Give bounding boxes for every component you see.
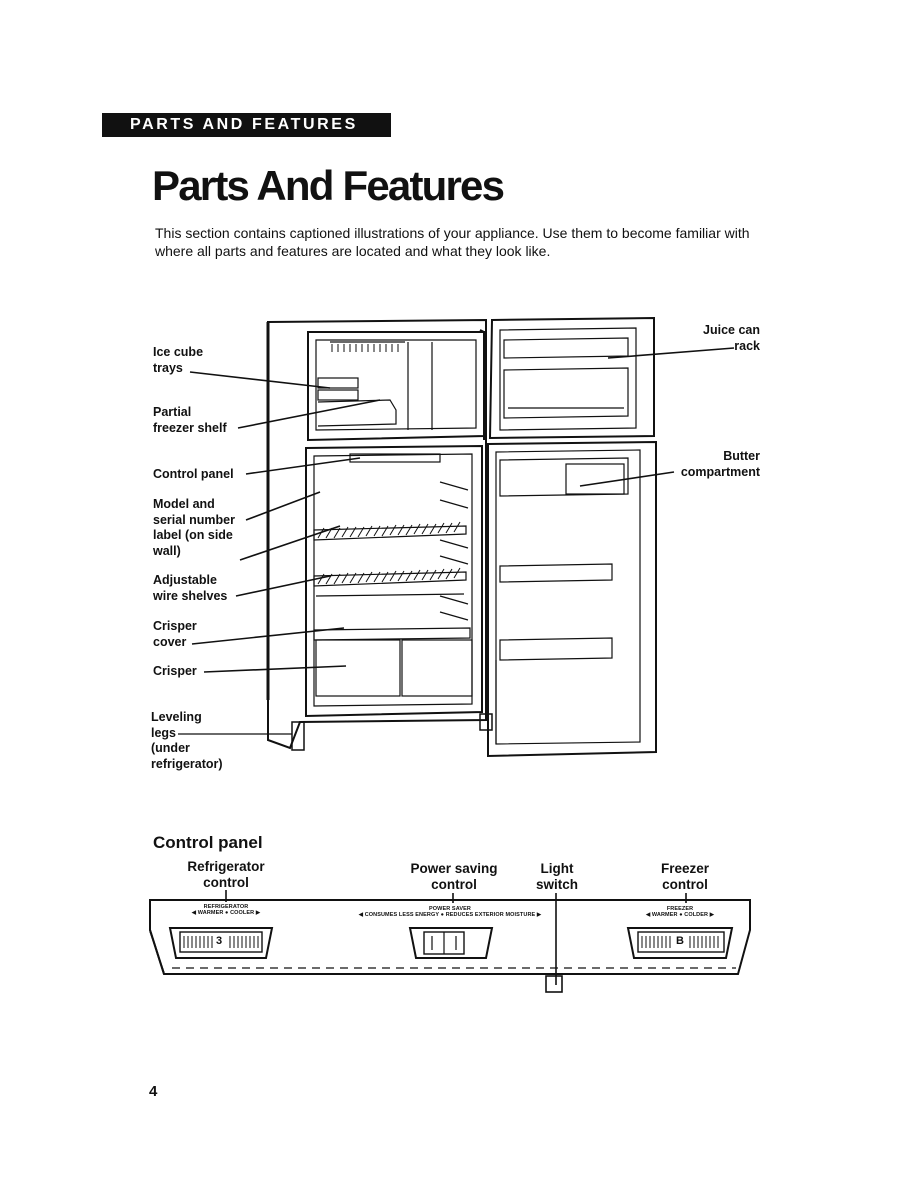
leveling-leg-front bbox=[291, 721, 305, 751]
panel-text-refrigerator: REFRIGERATOR ◀ WARMER ● COOLER ▶ bbox=[191, 904, 261, 916]
partial-freezer-shelf bbox=[317, 399, 397, 427]
wire-shelf-upper bbox=[313, 525, 467, 541]
ice-cube-tray bbox=[317, 377, 359, 389]
crisper-cover-shape bbox=[313, 627, 471, 641]
page-title: Parts And Features bbox=[152, 162, 505, 209]
crisper-drawer-right bbox=[401, 639, 473, 697]
light-switch bbox=[545, 975, 563, 993]
wire-shelf-lower bbox=[313, 571, 467, 587]
freezer-dial-bezel bbox=[626, 927, 734, 959]
refrigerator-dial-bezel bbox=[168, 927, 274, 959]
section-banner: PARTS AND FEATURES bbox=[102, 113, 391, 137]
panel-text-freezer: FREEZER ◀ WARMER ● COLDER ▶ bbox=[645, 906, 715, 918]
refrigerator-dial bbox=[179, 931, 263, 953]
power-saver-bezel bbox=[408, 927, 494, 959]
control-panel-heading: Control panel bbox=[153, 833, 263, 852]
fresh-food-door bbox=[487, 440, 657, 758]
panel-text-power-saver: POWER SAVER ◀ CONSUMES LESS ENERGY ● RED… bbox=[358, 906, 542, 918]
control-panel-strip bbox=[349, 453, 441, 463]
refrigerator-dial-value: 3 bbox=[216, 935, 223, 947]
butter-compartment bbox=[499, 457, 629, 497]
freezer-door bbox=[488, 316, 655, 440]
leveling-leg-rear bbox=[479, 713, 493, 731]
callout-control-panel: Control panel bbox=[153, 467, 234, 481]
page-number: 4 bbox=[149, 1083, 158, 1100]
intro-paragraph: This section contains captioned illustra… bbox=[155, 225, 750, 259]
freezer-dial bbox=[637, 931, 725, 953]
callout-crisper: Crisper bbox=[153, 664, 197, 678]
fresh-food-compartment bbox=[305, 444, 483, 718]
freezer-dial-value: B bbox=[676, 935, 684, 947]
